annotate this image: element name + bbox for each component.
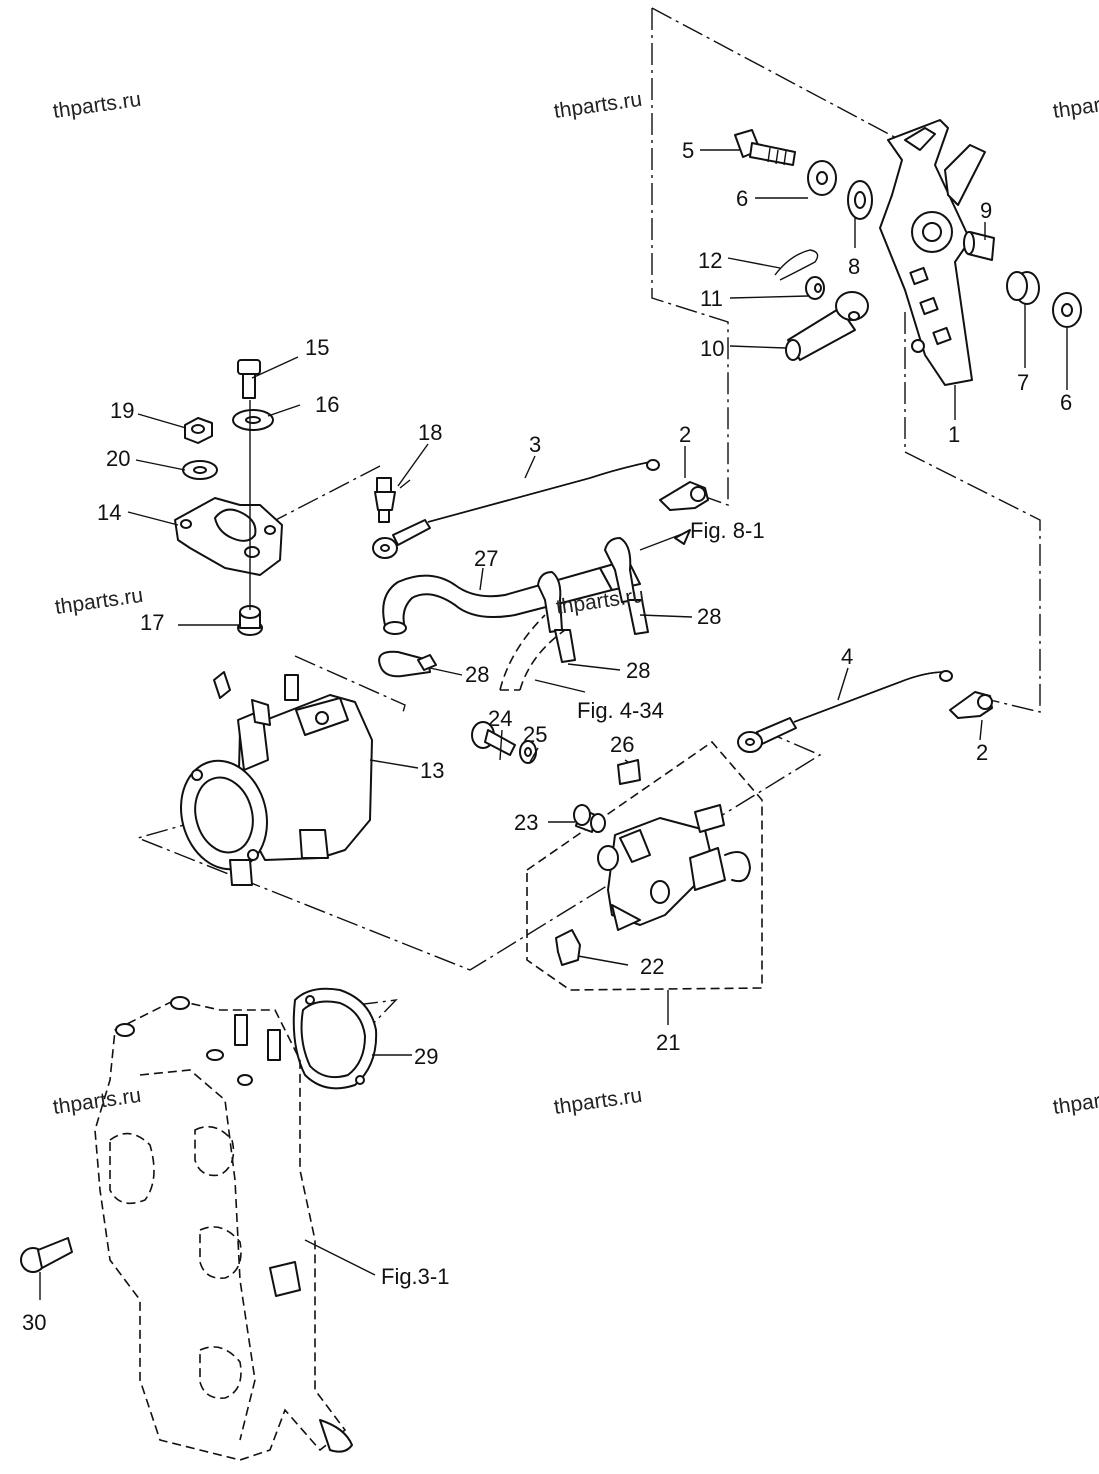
reference-lines: [135, 7, 1041, 1026]
callout-28-b: 28: [626, 658, 650, 683]
callout-21: 21: [656, 1030, 680, 1055]
link-clip-2-lower: [949, 691, 993, 719]
callout-15: 15: [305, 335, 329, 360]
reference-fig-8-1: Fig. 8-1: [690, 518, 765, 543]
clip-22: [555, 929, 581, 966]
leader-lines: [39, 149, 1068, 1300]
rod-end-10: [785, 291, 869, 361]
callout-4: 4: [841, 644, 853, 669]
callout-30: 30: [22, 1310, 46, 1335]
watermark: thparts.ru: [51, 88, 142, 123]
watermark: thparts.ru: [1051, 88, 1099, 123]
hose-clamp-28-b: [604, 537, 649, 635]
callout-19: 19: [110, 398, 134, 423]
intake-manifold-fig-3-1: [94, 996, 353, 1461]
collar-9: [963, 231, 995, 261]
washer-16: [232, 409, 274, 431]
callout-28-c: 28: [465, 662, 489, 687]
watermark: thparts.ru: [552, 1084, 643, 1119]
throttle-body-13: [180, 671, 373, 886]
callout-25: 25: [523, 722, 547, 747]
grommet-17: [237, 605, 263, 636]
callout-12: 12: [698, 248, 722, 273]
callout-8: 8: [848, 254, 860, 279]
callout-16: 16: [315, 392, 339, 417]
link-clip-2-upper: [659, 481, 709, 511]
watermark: thparts.ru: [1051, 1084, 1099, 1119]
reference-fig-4-34: Fig. 4-34: [577, 698, 664, 723]
throttle-link-4: [737, 670, 953, 753]
washer-20: [182, 460, 218, 480]
callout-24: 24: [488, 706, 512, 731]
bolt-24: [471, 721, 516, 756]
hose-clamp-28-c: [378, 650, 437, 678]
callout-27: 27: [474, 546, 498, 571]
reference-fig-3-1: Fig.3-1: [381, 1264, 449, 1289]
callout-10: 10: [700, 336, 724, 361]
figure-references: Fig. 8-1 Fig. 4-34 Fig.3-1: [381, 518, 765, 1289]
callout-11: 11: [700, 286, 723, 311]
callout-29: 29: [414, 1044, 438, 1069]
callout-28-a: 28: [697, 604, 721, 629]
bolt-5: [734, 129, 796, 166]
callout-2-upper: 2: [679, 422, 691, 447]
throttle-link-3: [372, 459, 660, 559]
callout-3: 3: [529, 432, 541, 457]
callout-14: 14: [97, 500, 121, 525]
callout-5: 5: [682, 138, 694, 163]
throttle-lever: [879, 119, 986, 386]
sensor-18: [374, 477, 411, 523]
washer-11: [805, 276, 825, 300]
callout-1: 1: [948, 422, 960, 447]
callout-labels: 5 6 8 9 12 11 10 7 6 1 15 16 19 20 14 17…: [22, 138, 1072, 1335]
hose-fig-4-34: [499, 614, 566, 691]
callout-6-upper: 6: [736, 186, 748, 211]
callout-7: 7: [1017, 370, 1029, 395]
callout-26: 26: [610, 732, 634, 757]
washer-6-right: [1052, 292, 1082, 328]
callout-13: 13: [420, 758, 444, 783]
callout-20: 20: [106, 446, 130, 471]
callout-9: 9: [980, 198, 992, 223]
plate-26: [617, 759, 641, 785]
gasket-29: [292, 987, 378, 1090]
bracket-14: [174, 497, 283, 576]
bolt-15: [237, 359, 261, 399]
callout-18: 18: [418, 420, 442, 445]
callout-22: 22: [640, 954, 664, 979]
nut-19: [184, 417, 213, 444]
bolt-30: [20, 1237, 73, 1273]
collar-23: [573, 804, 606, 833]
washer-6-upper: [807, 160, 837, 196]
bushing-7: [1006, 271, 1040, 305]
watermark: thparts.ru: [53, 584, 144, 619]
washer-8: [847, 180, 873, 220]
callout-2-lower: 2: [976, 740, 988, 765]
clip-12: [774, 249, 819, 281]
callout-17: 17: [140, 610, 164, 635]
watermark: thparts.ru: [552, 88, 643, 123]
callout-23: 23: [514, 810, 538, 835]
watermark: thparts.ru: [51, 1084, 142, 1119]
callout-6-right: 6: [1060, 390, 1072, 415]
sensor-assembly-21: [597, 804, 751, 931]
